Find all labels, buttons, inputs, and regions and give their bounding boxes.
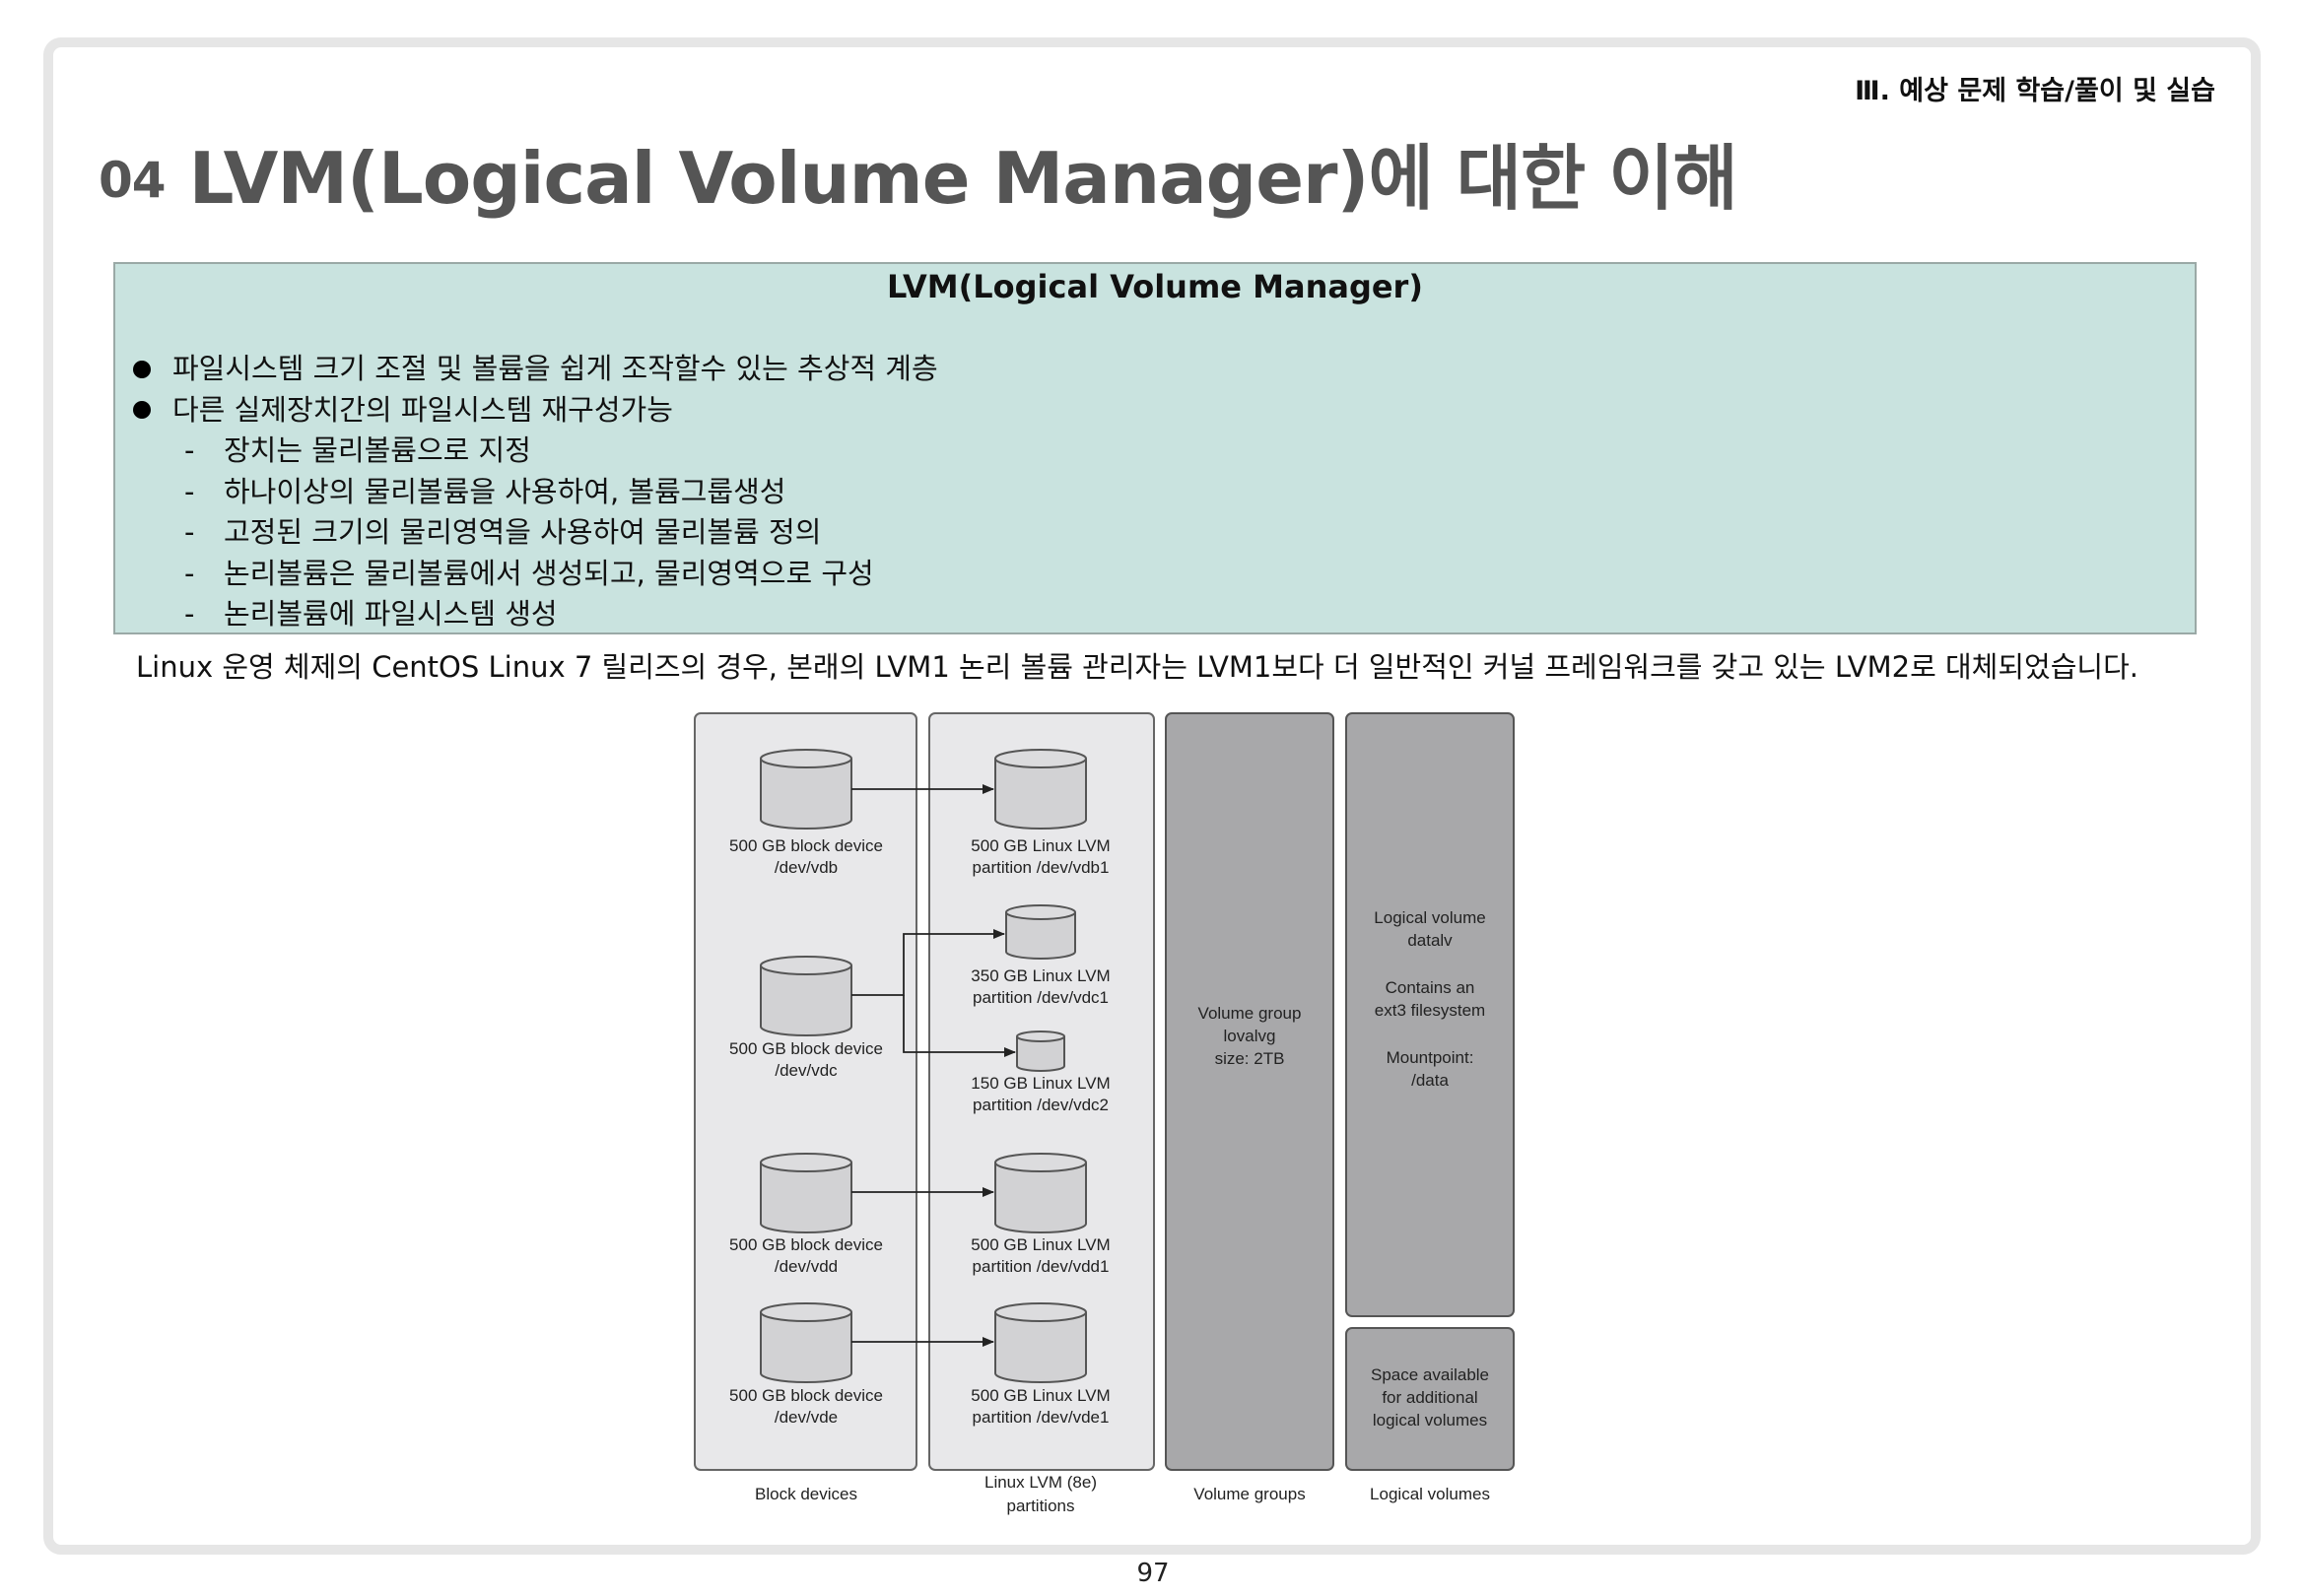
dash-marker: - [184,597,195,631]
sub-item-text: 하나이상의 물리볼륨을 사용하여, 볼륨그룹생성 [224,474,786,508]
disk-icon-vdd [760,1153,852,1233]
partition-icon-vdb1 [994,749,1087,830]
logical-volume-panel [1345,712,1515,1317]
partition-label: 150 GB Linux LVM [971,1074,1110,1093]
bullet-text: 파일시스템 크기 조절 및 볼륨을 쉽게 조작할수 있는 추상적 계층 [172,352,938,385]
sub-item-text: 논리볼륨에 파일시스템 생성 [224,597,558,631]
free-space-label: for additional [1382,1388,1477,1407]
partition-path: partition /dev/vde1 [973,1408,1110,1427]
free-space-panel [1345,1327,1515,1471]
volume-group-panel [1165,712,1334,1471]
lvm-architecture-diagram: 500 GB block device /dev/vdb 500 GB bloc… [694,712,1515,1515]
block-device-path: /dev/vdc [775,1061,838,1080]
page-title: 04 LVM(Logical Volume Manager)에 대한 이해 [99,120,1738,224]
column-caption-lvm-partitions-2: partitions [1007,1496,1075,1515]
logical-volume-name: datalv [1407,931,1453,950]
partition-icon-vde1 [994,1302,1087,1383]
column-caption-lvm-partitions: Linux LVM (8e) [984,1473,1097,1492]
bullet-item: 파일시스템 크기 조절 및 볼륨을 쉽게 조작할수 있는 추상적 계층 [133,349,938,390]
sub-item: - 하나이상의 물리볼륨을 사용하여, 볼륨그룹생성 [133,472,938,513]
sub-item: - 논리볼륨은 물리볼륨에서 생성되고, 물리영역으로 구성 [133,554,938,595]
volume-group-size: size: 2TB [1215,1049,1285,1068]
column-caption-volume-groups: Volume groups [1193,1485,1305,1503]
lvm-info-box: LVM(Logical Volume Manager) 파일시스템 크기 조절 … [113,262,2197,634]
bullet-icon [133,401,151,420]
arrow-vdc1 [851,929,1005,996]
info-box-title: LVM(Logical Volume Manager) [887,268,1423,305]
filesystem-label: Contains an [1386,978,1475,997]
page-number: 97 [1136,1559,1170,1588]
lvm-partitions-panel [928,712,1155,1471]
disk-icon-vde [760,1302,852,1383]
bullet-list: 파일시스템 크기 조절 및 볼륨을 쉽게 조작할수 있는 추상적 계층 다른 실… [133,349,938,635]
bullet-item: 다른 실제장치간의 파일시스템 재구성가능 [133,390,938,432]
block-device-path: /dev/vdd [775,1257,838,1276]
partition-path: partition /dev/vdd1 [973,1257,1110,1276]
partition-icon-vdc1 [1005,904,1076,960]
block-device-path: /dev/vdb [775,858,838,877]
sub-item: - 고정된 크기의 물리영역을 사용하여 물리볼륨 정의 [133,512,938,554]
partition-path: partition /dev/vdb1 [973,858,1110,877]
title-text: LVM(Logical Volume Manager)에 대한 이해 [188,137,1738,220]
bullet-icon [133,360,151,378]
logical-volume-label: Logical volume [1374,908,1485,927]
sub-item: - 장치는 물리볼륨으로 지정 [133,431,938,472]
partition-label: 350 GB Linux LVM [971,966,1110,985]
bullet-text: 다른 실제장치간의 파일시스템 재구성가능 [172,392,673,427]
partition-label: 500 GB Linux LVM [971,1386,1110,1405]
free-space-label: Space available [1371,1365,1489,1384]
block-device-label: 500 GB block device [729,1039,883,1058]
dash-marker: - [184,515,195,549]
block-device-label: 500 GB block device [729,1235,883,1254]
disk-icon-vdc [760,956,852,1036]
disk-icon-vdb [760,749,852,830]
partition-path: partition /dev/vdc1 [973,988,1109,1007]
partition-icon-vdc2 [1016,1031,1065,1072]
partition-icon-vdd1 [994,1153,1087,1233]
block-device-path: /dev/vde [775,1408,838,1427]
sub-item-text: 고정된 크기의 물리영역을 사용하여 물리볼륨 정의 [224,515,822,549]
arrow-vdc2 [903,995,1016,1057]
column-caption-logical-volumes: Logical volumes [1370,1485,1490,1503]
dash-marker: - [184,474,195,508]
section-number: 04 [99,152,167,209]
block-device-label: 500 GB block device [729,1386,883,1405]
dash-marker: - [184,556,195,590]
volume-group-label: Volume group [1198,1004,1302,1023]
mountpoint-path: /data [1411,1071,1449,1090]
dash-marker: - [184,433,195,467]
mountpoint-label: Mountpoint: [1387,1048,1474,1067]
partition-label: 500 GB Linux LVM [971,836,1110,855]
block-device-label: 500 GB block device [729,836,883,855]
block-devices-panel [694,712,917,1471]
partition-label: 500 GB Linux LVM [971,1235,1110,1254]
sub-item: - 논리볼륨에 파일시스템 생성 [133,594,938,635]
sub-item-text: 논리볼륨은 물리볼륨에서 생성되고, 물리영역으로 구성 [224,556,874,590]
filesystem-type: ext3 filesystem [1375,1001,1485,1020]
volume-group-name: lovalvg [1224,1027,1276,1045]
sub-item-text: 장치는 물리볼륨으로 지정 [224,433,531,467]
column-caption-block-devices: Block devices [755,1485,857,1503]
free-space-label: logical volumes [1373,1411,1487,1430]
chapter-header: Ⅲ. 예상 문제 학습/풀이 및 실습 [1855,76,2215,106]
partition-path: partition /dev/vdc2 [973,1096,1109,1114]
lvm2-note: Linux 운영 체제의 CentOS Linux 7 릴리즈의 경우, 본래의… [136,650,2138,684]
